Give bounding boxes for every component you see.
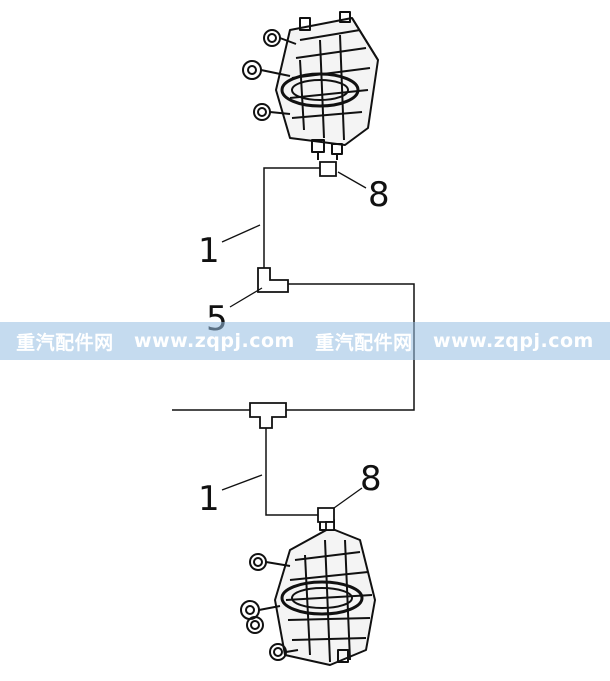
leader-top-pipe-1 [221,224,261,243]
watermark-brand: 重汽配件网 [16,331,114,354]
leader-top-fitting-8 [337,171,367,189]
leader-lines [221,171,367,509]
leader-mid-fitting-5 [229,287,263,308]
watermark-site: www.zqpj.com [134,330,295,352]
bottom-pipe [265,428,318,516]
watermark-site: www.zqpj.com [433,330,594,352]
label-bottom-pipe-1: 1 [198,479,220,519]
elbow-fitting-5 [257,267,289,293]
label-bottom-fitting-8: 8 [360,459,382,499]
top-brake-chamber [242,11,379,160]
bottom-fitting-8-stem [325,521,335,531]
top-fitting-8 [319,161,337,177]
top-pipe [263,167,322,268]
leader-bottom-pipe-1 [221,474,263,491]
leader-bottom-fitting-8 [333,487,363,509]
label-top-pipe-1: 1 [198,231,220,271]
bottom-fitting-8 [317,507,335,523]
watermark-banner: 重汽配件网 www.zqpj.com 重汽配件网 www.zqpj.com [0,322,610,360]
bottom-brake-chamber [240,519,376,666]
label-top-fitting-8: 8 [368,175,390,215]
watermark-brand: 重汽配件网 [315,331,413,354]
tee-fitting [249,402,287,429]
